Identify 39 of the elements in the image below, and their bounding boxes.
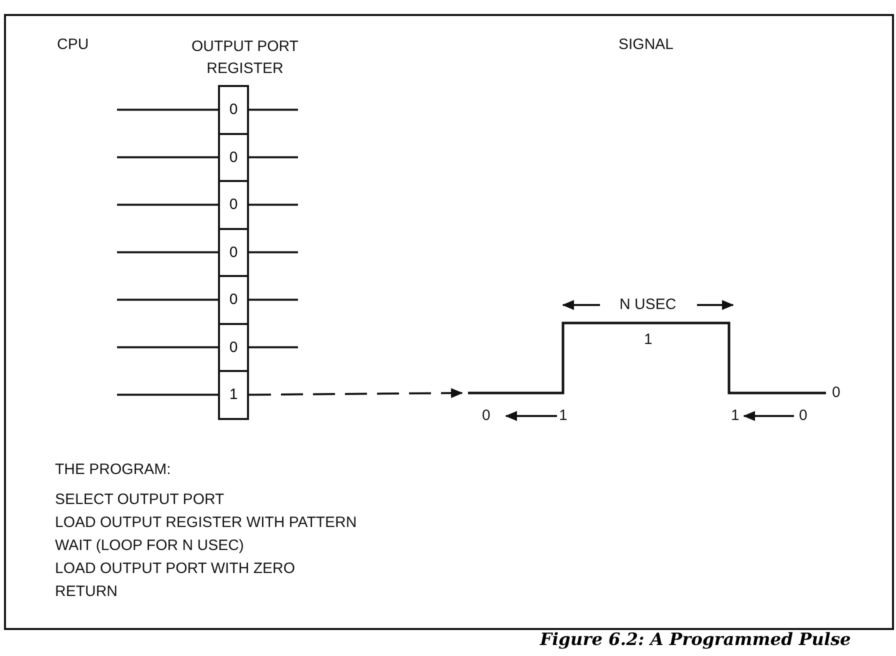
dimension-label: N USEC: [620, 296, 676, 314]
signal-line: [117, 251, 218, 254]
program-heading: THE PROGRAM:: [55, 461, 171, 479]
heading-label: OUTPUT PORT REGISTER: [190, 37, 300, 79]
program-step: RETURN: [55, 583, 118, 601]
program-step: SELECT OUTPUT PORT: [55, 491, 224, 509]
program-step: WAIT (LOOP FOR N USEC): [55, 537, 244, 555]
level-label: 1: [644, 331, 652, 349]
level-label: 1: [731, 407, 740, 425]
signal-line: [117, 394, 218, 396]
dashed-arrow: [249, 388, 463, 398]
register-bit-cell: 0: [218, 322, 249, 372]
signal-line: [249, 108, 298, 111]
signal-line: [117, 108, 218, 111]
program-step: LOAD OUTPUT PORT WITH ZERO: [55, 560, 296, 578]
level-label: 0: [832, 384, 840, 402]
register-bit-cell: 0: [218, 275, 249, 324]
register-bit-cell: 0: [218, 180, 249, 230]
register-bit-cell: 0: [218, 85, 249, 134]
register-bit-cell: 0: [218, 228, 249, 277]
pulse-waveform: [468, 322, 826, 394]
level-label: 1: [559, 407, 568, 425]
signal-line: [117, 298, 218, 301]
heading-label: SIGNAL: [618, 36, 674, 54]
register-bit-cell: 0: [218, 132, 249, 182]
signal-line: [117, 346, 218, 348]
heading-label: CPU: [57, 36, 89, 54]
register-bit-cell: 1: [218, 370, 249, 420]
signal-line: [249, 204, 298, 206]
signal-line: [117, 204, 218, 206]
figure-caption: Figure 6.2: A Programmed Pulse: [540, 630, 851, 650]
level-label: 0: [799, 407, 808, 425]
signal-line: [117, 156, 218, 158]
signal-line: [249, 156, 298, 158]
signal-line: [249, 298, 298, 301]
level-label: 0: [482, 407, 490, 425]
signal-line: [249, 346, 298, 348]
program-step: LOAD OUTPUT REGISTER WITH PATTERN: [55, 514, 357, 532]
signal-line: [249, 251, 298, 254]
